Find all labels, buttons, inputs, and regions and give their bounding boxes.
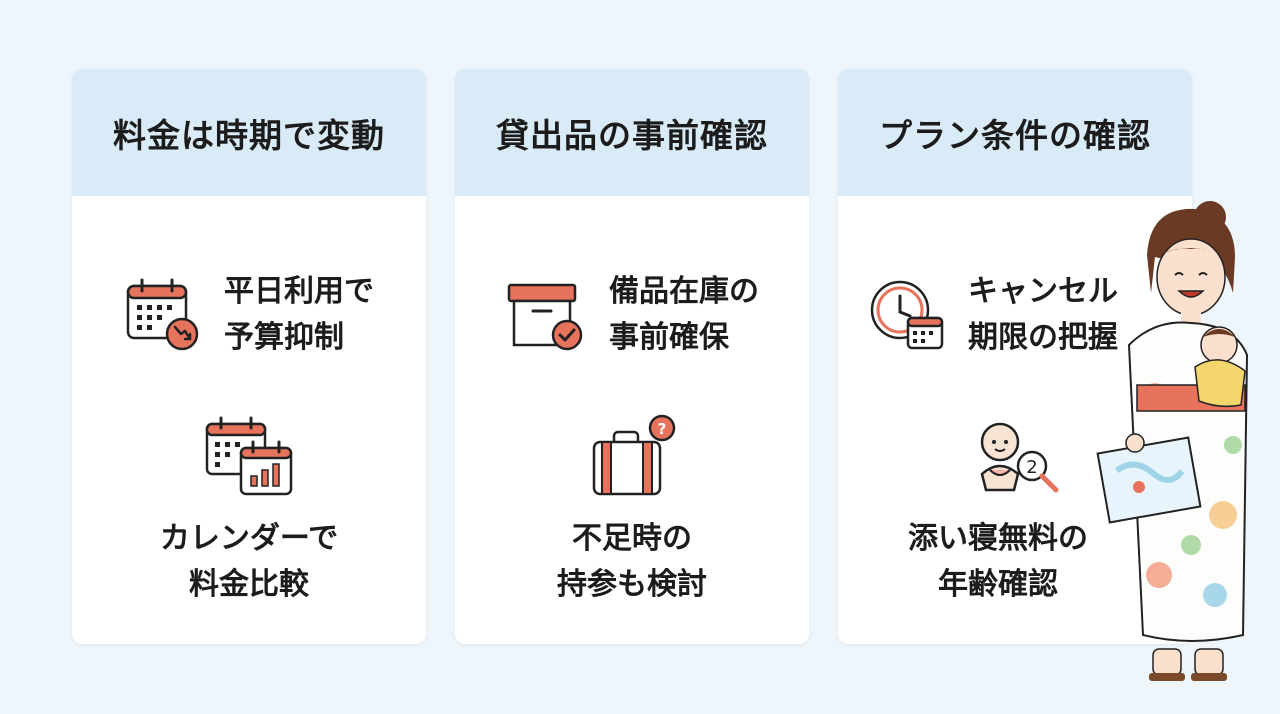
box-check-icon bbox=[505, 279, 587, 351]
baby-age-icon: 2 bbox=[968, 414, 1064, 500]
suitcase-question-icon: ? bbox=[584, 414, 680, 500]
tip-item: ? 不足時の 持参も検討 bbox=[455, 414, 809, 608]
tip-item: 備品在庫の 事前確保 bbox=[455, 269, 809, 361]
card-title: 料金は時期で変動 bbox=[72, 69, 426, 196]
calendar-down-icon bbox=[124, 276, 202, 354]
card-title: プラン条件の確認 bbox=[838, 69, 1192, 196]
tip-label: キャンセル 期限の把握 bbox=[968, 274, 1118, 355]
card-rates: 料金は時期で変動 平日利用で 予算抑制 bbox=[72, 69, 426, 644]
tip-label: 平日利用で 予算抑制 bbox=[224, 274, 374, 355]
calendar-compare-icon bbox=[201, 414, 297, 500]
tip-item: カレンダーで 料金比較 bbox=[72, 414, 426, 608]
tip-label: 備品在庫の 事前確保 bbox=[609, 274, 759, 355]
tip-item: キャンセル 期限の把握 bbox=[838, 269, 1192, 361]
clock-calendar-icon bbox=[868, 276, 946, 354]
svg-text:?: ? bbox=[658, 420, 667, 438]
tip-item: 2 添い寝無料の 年齢確認 bbox=[838, 414, 1192, 608]
tip-label: カレンダーで 料金比較 bbox=[159, 521, 339, 602]
tip-label: 添い寝無料の 年齢確認 bbox=[908, 521, 1088, 602]
mother-in-yukata-with-baby-icon bbox=[1095, 195, 1255, 691]
age-number: 2 bbox=[1026, 457, 1037, 478]
card-title: 貸出品の事前確認 bbox=[455, 69, 809, 196]
tip-label: 不足時の 持参も検討 bbox=[557, 521, 707, 602]
tip-item: 平日利用で 予算抑制 bbox=[72, 269, 426, 361]
card-rentals: 貸出品の事前確認 備品在庫の 事前確保 ? 不足時の 持参も検討 bbox=[455, 69, 809, 644]
